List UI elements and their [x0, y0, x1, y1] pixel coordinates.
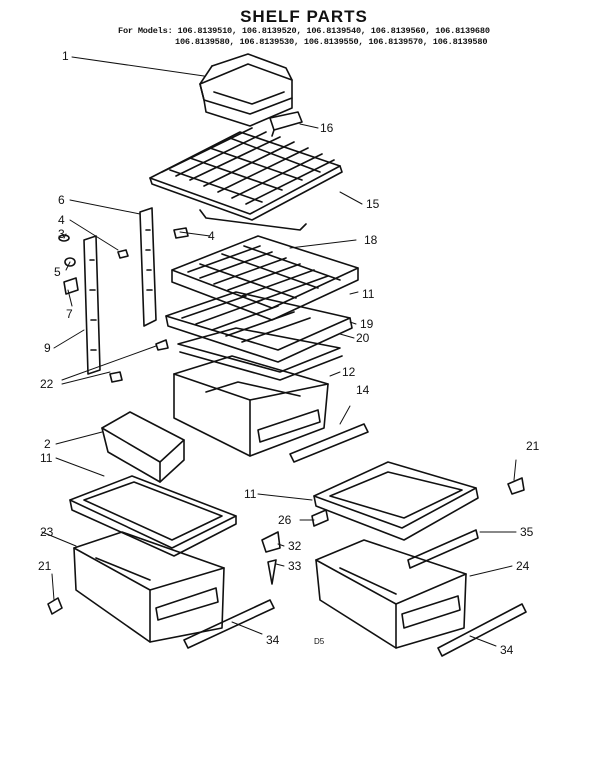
part-18-glass-shelf [171, 235, 359, 321]
callout-4b: 4 [208, 229, 215, 243]
callout-18: 18 [364, 233, 378, 247]
callout-2: 2 [44, 437, 51, 451]
part-14-trim-strip [289, 423, 369, 463]
callout-33: 33 [288, 559, 302, 573]
part-6-shelf-rail [139, 207, 157, 327]
callout-26: 26 [278, 513, 292, 527]
part-2-small-bin [101, 411, 185, 483]
part-34-trim-strips [183, 599, 527, 657]
part-11-glass-shelf-left [69, 475, 237, 557]
model-list-line-2: 106.8139580, 106.8139530, 106.8139550, 1… [175, 37, 488, 47]
model-list-line-1: For Models: 106.8139510, 106.8139520, 10… [118, 26, 490, 36]
callout-15: 15 [366, 197, 380, 211]
callout-22: 22 [40, 377, 54, 391]
parts-3-4-5-7-hardware [58, 227, 189, 295]
part-9-shelf-rail [83, 235, 101, 375]
part-24-lower-bin-right [315, 539, 467, 649]
callout-34a: 34 [266, 633, 280, 647]
callout-35: 35 [520, 525, 534, 539]
callout-12: 12 [342, 365, 356, 379]
part-15-wire-shelf [149, 127, 343, 231]
part-12-crisper-drawer [173, 355, 329, 457]
part-11-glass-shelf-right [313, 461, 479, 541]
callout-16: 16 [320, 121, 334, 135]
callout-20: 20 [356, 331, 370, 345]
callout-11b: 11 [40, 451, 53, 465]
part-1-top-bin [199, 53, 293, 127]
callout-14: 14 [356, 383, 370, 397]
callout-labels: 1 16 15 6 4 4 3 5 7 9 18 11 19 20 22 12 … [38, 49, 540, 657]
callout-34b: 34 [500, 643, 514, 657]
callout-21a: 21 [526, 439, 540, 453]
callout-4a: 4 [58, 213, 65, 227]
callout-5: 5 [54, 265, 61, 279]
parts-32-33-supports [261, 531, 281, 585]
callout-1: 1 [62, 49, 69, 63]
callout-24: 24 [516, 559, 530, 573]
callout-19: 19 [360, 317, 374, 331]
page-code: D5 [314, 637, 325, 646]
part-21-clips [47, 477, 525, 615]
part-16-bracket [269, 111, 303, 137]
callout-7: 7 [66, 307, 73, 321]
callout-9: 9 [44, 341, 51, 355]
callout-3: 3 [58, 227, 65, 241]
parts-26-35-brackets [311, 509, 479, 569]
leader-lines [41, 56, 517, 647]
callout-23: 23 [40, 525, 54, 539]
part-23-lower-bin-left [73, 531, 225, 643]
callout-11a: 11 [362, 287, 375, 301]
diagram-title: SHELF PARTS [240, 7, 368, 26]
callout-32: 32 [288, 539, 302, 553]
callout-11c: 11 [244, 487, 257, 501]
part-19-shelf-frame [165, 291, 353, 363]
callout-21b: 21 [38, 559, 52, 573]
callout-6: 6 [58, 193, 65, 207]
part-22-pins [109, 339, 169, 383]
